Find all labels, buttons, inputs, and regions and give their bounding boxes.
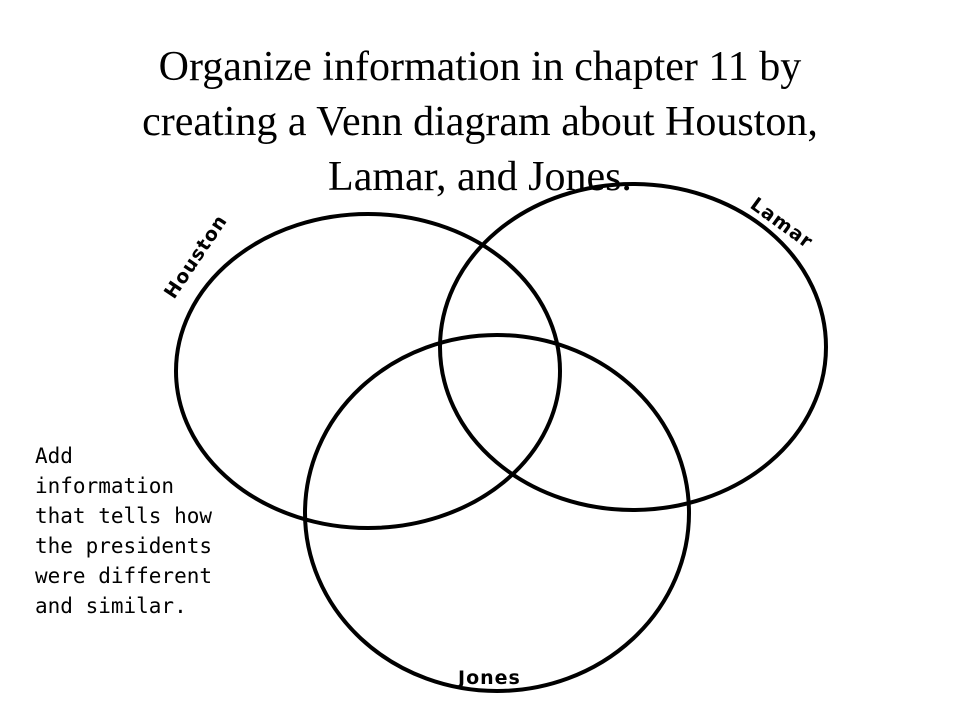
jones-label: Jones	[456, 667, 521, 689]
houston-label: Houston	[160, 211, 232, 303]
title-line: creating a Venn diagram about Houston,	[142, 99, 818, 145]
instruction-note: Add information that tells how the presi…	[35, 441, 275, 621]
title-line: Lamar, and Jones.	[328, 154, 632, 200]
note-line: that tells how	[35, 504, 213, 528]
page-title: Organize information in chapter 11 by cr…	[40, 40, 920, 205]
note-line: Add	[35, 444, 73, 468]
note-line: were different	[35, 564, 213, 588]
jones-circle	[303, 333, 691, 693]
houston-circle	[174, 212, 562, 530]
note-line: information	[35, 474, 175, 498]
lamar-circle	[438, 182, 828, 512]
note-line: the presidents	[35, 534, 213, 558]
note-line: and similar.	[35, 594, 187, 618]
title-line: Organize information in chapter 11 by	[158, 44, 802, 90]
